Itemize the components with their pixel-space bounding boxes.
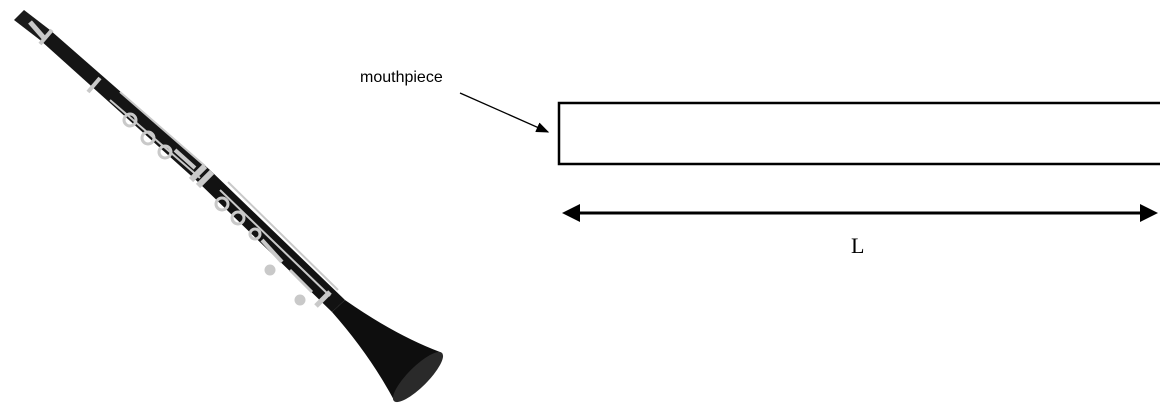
tube-rectangle [557,101,1160,166]
length-dimension-arrow [562,204,1158,222]
mouthpiece-label: mouthpiece [360,69,443,86]
clarinet-keys [28,20,339,308]
length-label: L [851,233,864,258]
arrowhead-right-icon [1140,204,1158,222]
mouthpiece-pointer-arrow [459,92,550,133]
arrowhead-left-icon [562,204,580,222]
clarinet-icon [14,10,444,403]
